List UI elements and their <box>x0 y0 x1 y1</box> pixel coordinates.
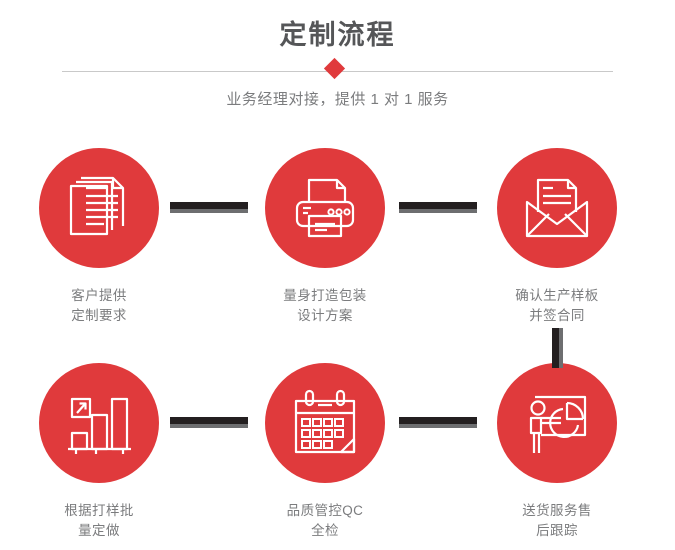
connector-4-5 <box>170 417 248 428</box>
flow-step-4-circle <box>39 363 159 483</box>
connector-bar <box>552 328 559 368</box>
connector-bar <box>170 417 248 424</box>
connector-bar <box>170 202 248 209</box>
title-divider <box>62 57 613 80</box>
flow-step-2-label: 量身打造包装 设计方案 <box>283 288 367 323</box>
flow-step-2-circle <box>265 148 385 268</box>
flow-step-5: 品质管控QC 全检 <box>245 363 405 541</box>
presentation-person-icon <box>529 395 587 453</box>
diamond-icon <box>323 57 345 80</box>
envelope-document-icon <box>525 178 589 238</box>
flow-step-6-label: 送货服务售 后跟踪 <box>522 503 592 538</box>
bar-chart-growth-icon <box>68 397 131 454</box>
flow-step-3-circle <box>497 148 617 268</box>
connector-1-2 <box>170 202 248 213</box>
flow-step-3-label: 确认生产样板 并签合同 <box>515 288 599 323</box>
flow-step-3: 确认生产样板 并签合同 <box>477 148 637 326</box>
printer-icon <box>295 178 355 238</box>
flow-step-5-circle <box>265 363 385 483</box>
connector-shadow <box>399 424 477 428</box>
connector-bar <box>399 202 477 209</box>
connector-shadow <box>170 424 248 428</box>
flow-step-6: 送货服务售 后跟踪 <box>477 363 637 541</box>
page-title: 定制流程 <box>279 20 396 50</box>
flow-step-6-circle <box>497 363 617 483</box>
connector-3-6 <box>552 328 563 368</box>
connector-shadow <box>559 328 563 368</box>
connector-5-6 <box>399 417 477 428</box>
flow-step-2: 量身打造包装 设计方案 <box>245 148 405 326</box>
page-subtitle: 业务经理对接，提供 1 对 1 服务 <box>226 91 449 108</box>
calendar-icon <box>294 389 356 454</box>
connector-shadow <box>170 209 248 213</box>
connector-shadow <box>399 209 477 213</box>
flow-step-1: 客户提供 定制要求 <box>19 148 179 326</box>
documents-stack-icon <box>69 176 125 236</box>
flow-step-1-label: 客户提供 定制要求 <box>71 288 127 323</box>
page-header: 定制流程 业务经理对接，提供 1 对 1 服务 <box>0 0 675 130</box>
flow-step-4-label: 根据打样批 量定做 <box>64 503 134 538</box>
flow-step-1-circle <box>39 148 159 268</box>
connector-2-3 <box>399 202 477 213</box>
flow-step-4: 根据打样批 量定做 <box>19 363 179 541</box>
process-flow-diagram: 客户提供 定制要求 <box>0 148 675 550</box>
connector-bar <box>399 417 477 424</box>
flow-step-5-label: 品质管控QC 全检 <box>286 503 364 538</box>
